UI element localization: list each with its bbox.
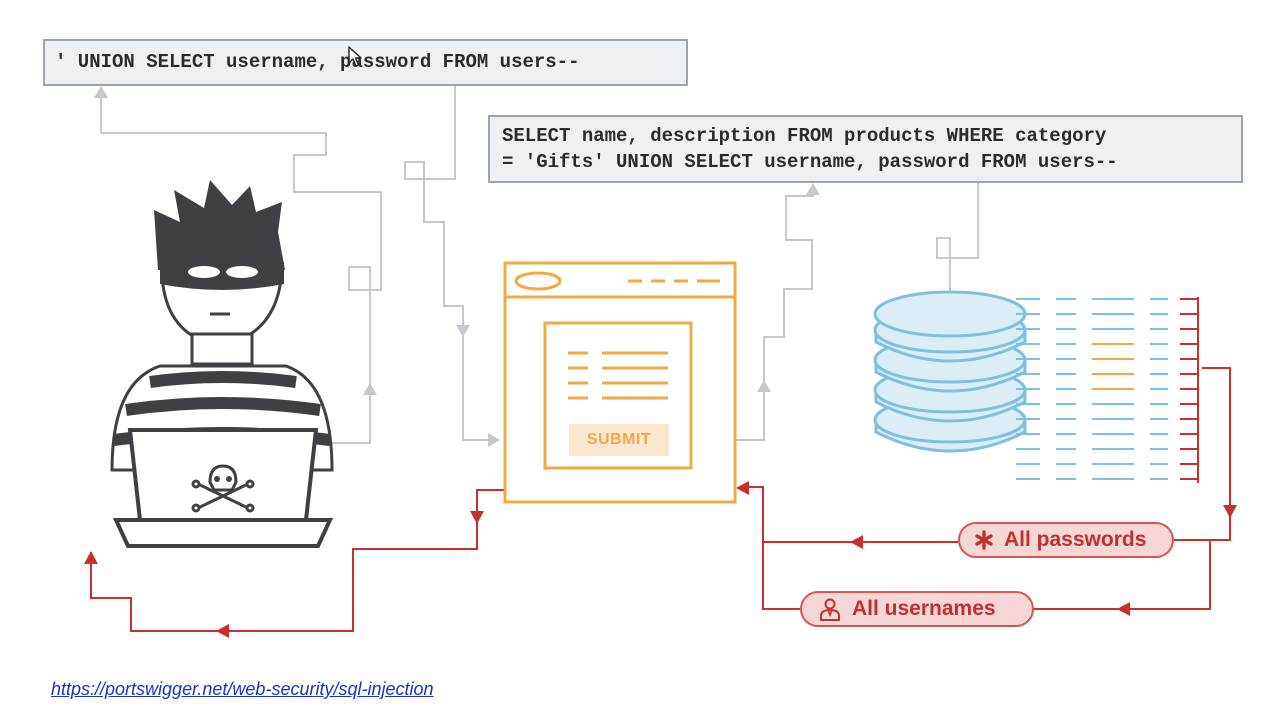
- all-usernames-pill: All usernames: [800, 591, 1034, 627]
- skull-crossbones-icon: [191, 464, 255, 513]
- injection-payload-box: ' UNION SELECT username, password FROM u…: [43, 39, 688, 86]
- sql-query-line-2: = 'Gifts' UNION SELECT username, passwor…: [502, 151, 1118, 173]
- submit-button: SUBMIT: [569, 424, 669, 456]
- mouse-pointer-icon: [348, 46, 362, 67]
- browser-window-icon: [503, 261, 737, 504]
- all-passwords-pill: All passwords: [958, 522, 1174, 558]
- all-usernames-label: All usernames: [852, 597, 996, 620]
- source-link[interactable]: https://portswigger.net/web-security/sql…: [51, 679, 434, 699]
- response-flow-arrows: [84, 481, 1237, 638]
- database-icon: [873, 290, 1027, 453]
- user-icon: [820, 598, 840, 621]
- all-passwords-label: All passwords: [1004, 528, 1147, 551]
- sql-query-line-1: SELECT name, description FROM products W…: [502, 125, 1107, 147]
- database-table-rows: [1016, 297, 1199, 483]
- injection-payload-text: ' UNION SELECT username, password FROM u…: [55, 51, 580, 73]
- sql-query-box: SELECT name, description FROM products W…: [488, 115, 1243, 183]
- asterisk-icon: [975, 530, 993, 550]
